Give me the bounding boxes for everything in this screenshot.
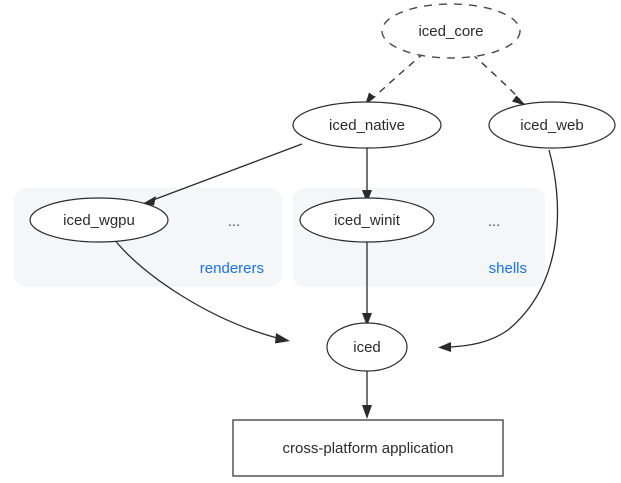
iced-wgpu-label: iced_wgpu bbox=[63, 212, 135, 229]
node-application[interactable]: cross-platform application bbox=[232, 419, 504, 477]
cluster-label-renderers: renderers bbox=[200, 260, 264, 277]
iced-core-label: iced_core bbox=[418, 23, 483, 40]
cluster-label-shells: shells bbox=[489, 260, 527, 277]
edge-iced-core-to-iced-web bbox=[471, 53, 527, 106]
iced-ellipse bbox=[326, 322, 408, 372]
application-rect bbox=[232, 419, 504, 477]
iced-label: iced bbox=[353, 339, 381, 356]
edge-iced-winit-to-iced bbox=[362, 240, 372, 326]
iced-wgpu-ellipse bbox=[29, 197, 169, 243]
iced-winit-label: iced_winit bbox=[334, 212, 401, 229]
edge-iced-wgpu-to-iced bbox=[113, 238, 290, 344]
node-iced-core[interactable]: iced_core bbox=[381, 3, 521, 59]
edge-iced-native-to-iced-wgpu bbox=[143, 143, 303, 206]
node-iced-winit[interactable]: iced_winit bbox=[299, 197, 435, 243]
renderers-more-label: ... bbox=[228, 213, 241, 230]
edge-iced-native-to-iced-winit bbox=[362, 148, 372, 203]
application-label: cross-platform application bbox=[283, 440, 454, 457]
edge-iced-to-application bbox=[362, 371, 372, 419]
edge-iced-core-to-iced-native bbox=[364, 52, 425, 107]
node-iced-web[interactable]: iced_web bbox=[488, 101, 616, 149]
iced-web-ellipse bbox=[488, 101, 616, 149]
node-iced-native[interactable]: iced_native bbox=[292, 101, 442, 149]
iced-winit-ellipse bbox=[299, 197, 435, 243]
node-iced[interactable]: iced bbox=[326, 322, 408, 372]
shells-more-label: ... bbox=[488, 213, 501, 230]
iced-native-label: iced_native bbox=[329, 117, 405, 134]
edge-iced-web-to-iced bbox=[438, 149, 559, 352]
iced-core-ellipse bbox=[381, 3, 521, 59]
iced-web-label: iced_web bbox=[520, 117, 583, 134]
node-iced-wgpu[interactable]: iced_wgpu bbox=[29, 197, 169, 243]
iced-native-ellipse bbox=[292, 101, 442, 149]
